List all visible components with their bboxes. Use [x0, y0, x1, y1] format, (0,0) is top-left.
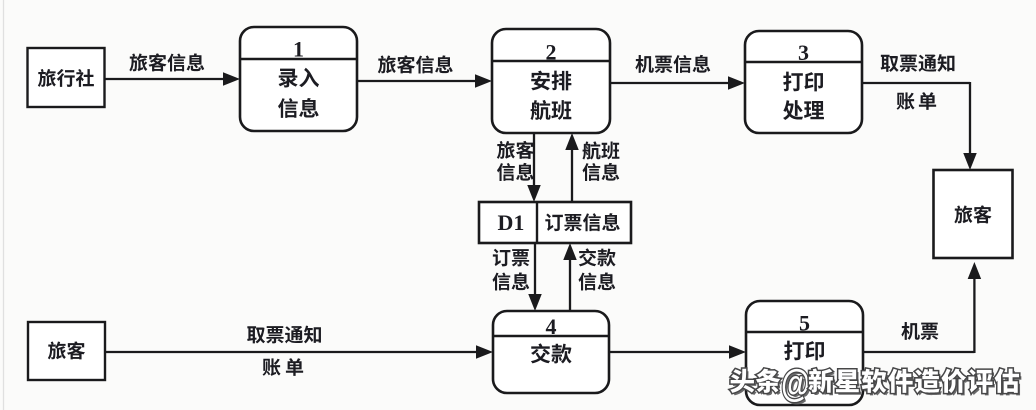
svg-text:3: 3 [798, 40, 809, 65]
svg-text:1: 1 [293, 37, 304, 62]
svg-text:2: 2 [546, 40, 557, 65]
svg-text:D1: D1 [498, 210, 525, 235]
svg-text:@: @ [783, 365, 812, 407]
svg-text:5: 5 [799, 311, 810, 336]
svg-text:4: 4 [546, 314, 557, 339]
svg-text:@: @ [781, 363, 810, 405]
